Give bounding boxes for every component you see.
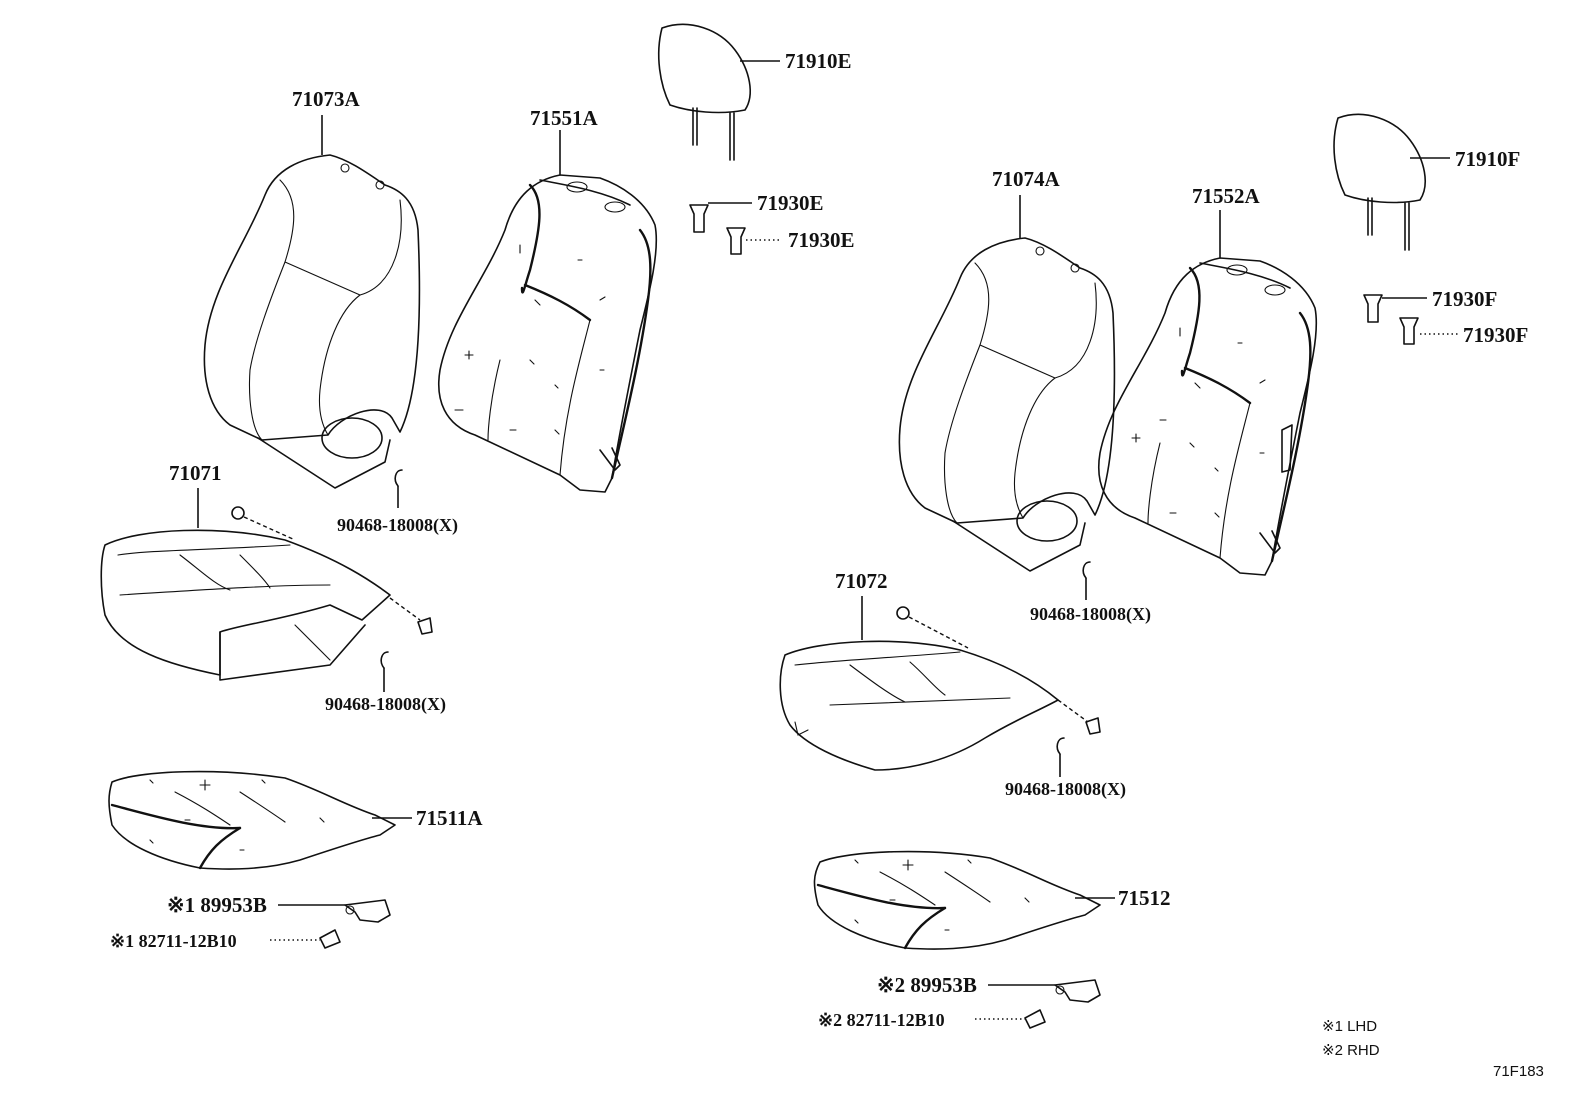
sensor-parts-rhd: ※2 89953B ※2 82711-12B10 xyxy=(818,973,1101,1030)
headrest-support-71930e: 71930E 71930E xyxy=(689,191,855,255)
headrest-71910e: 71910E xyxy=(657,23,852,161)
label-89953b-1: ※1 89953B xyxy=(167,893,267,917)
label-71910e: 71910E xyxy=(785,49,852,73)
label-90468-1: 90468-18008(X) xyxy=(337,515,458,536)
label-82711-2: ※2 82711-12B10 xyxy=(818,1010,945,1030)
label-71074a: 71074A xyxy=(992,167,1061,191)
label-71512: 71512 xyxy=(1118,886,1171,910)
headrest-71910f: 71910F xyxy=(1333,113,1520,251)
label-71910f: 71910F xyxy=(1455,147,1520,171)
label-71930f-2: 71930F xyxy=(1463,323,1528,347)
clip-90468-right-back: 90468-18008(X) xyxy=(1030,561,1151,625)
legend: ※1 LHD ※2 RHD xyxy=(1322,1018,1380,1059)
seatback-cover-71074a: 71074A xyxy=(898,167,1116,572)
label-71511a: 71511A xyxy=(416,806,483,830)
label-71552a: 71552A xyxy=(1192,184,1261,208)
seatback-pad-71551a: 71551A xyxy=(438,106,658,493)
cushion-pad-71511a: 71511A xyxy=(108,770,483,870)
seatback-pad-71552a: 71552A xyxy=(1098,184,1318,576)
headrest-support-71930f: 71930F 71930F xyxy=(1363,287,1528,347)
sensor-parts-lhd: ※1 89953B ※1 82711-12B10 xyxy=(110,893,391,951)
label-71072: 71072 xyxy=(835,569,888,593)
label-71071: 71071 xyxy=(169,461,222,485)
label-90468-2: 90468-18008(X) xyxy=(325,694,446,715)
label-90468-3: 90468-18008(X) xyxy=(1030,604,1151,625)
cushion-pad-71512: 71512 xyxy=(813,850,1171,950)
clip-90468-left-back: 90468-18008(X) xyxy=(337,469,458,536)
label-82711-1: ※1 82711-12B10 xyxy=(110,931,237,951)
label-71930e-2: 71930E xyxy=(788,228,855,252)
fasteners-right xyxy=(896,606,1101,735)
diagram-code: 71F183 xyxy=(1493,1063,1544,1080)
label-71551a: 71551A xyxy=(530,106,599,130)
label-89953b-2: ※2 89953B xyxy=(877,973,977,997)
label-90468-4: 90468-18008(X) xyxy=(1005,779,1126,800)
label-71930f-1: 71930F xyxy=(1432,287,1497,311)
legend-lhd: ※1 LHD xyxy=(1322,1018,1377,1035)
legend-rhd: ※2 RHD xyxy=(1322,1042,1380,1059)
seatback-cover-71073a: 71073A xyxy=(203,87,421,489)
label-71073a: 71073A xyxy=(292,87,361,111)
fasteners-left xyxy=(231,506,433,635)
clip-90468-right-cushion: 90468-18008(X) xyxy=(1005,737,1126,800)
label-71930e-1: 71930E xyxy=(757,191,824,215)
cushion-cover-71071: 71071 xyxy=(100,461,391,681)
cushion-cover-71072: 71072 xyxy=(779,569,1059,771)
clip-90468-left-cushion: 90468-18008(X) xyxy=(325,651,446,715)
